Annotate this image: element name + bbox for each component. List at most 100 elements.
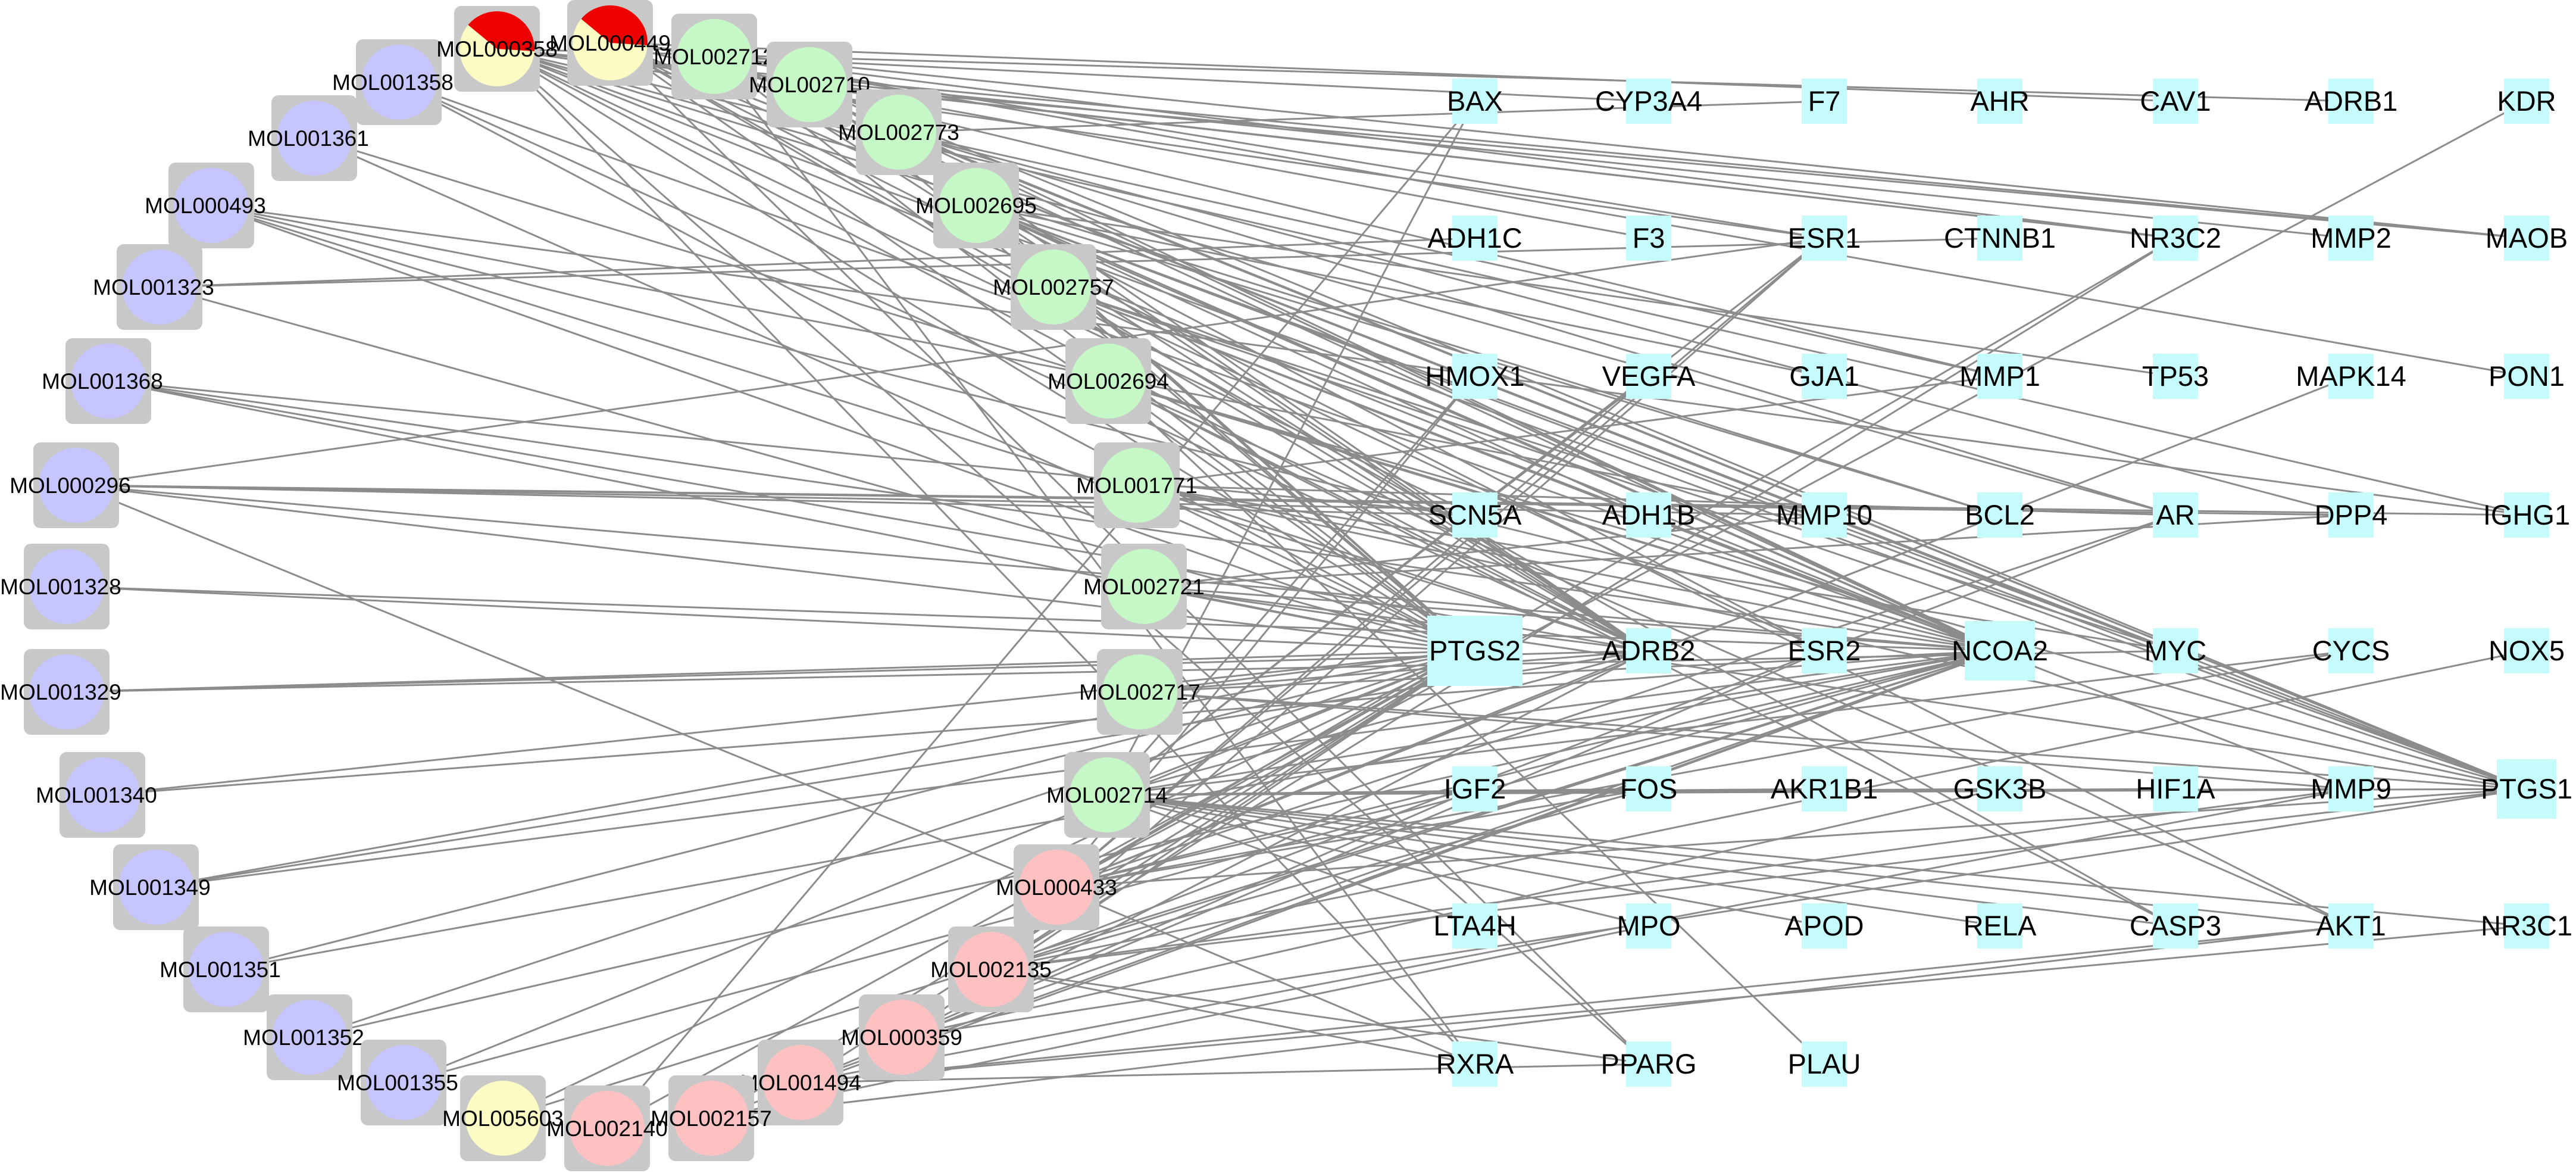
molecule-node-mol001340[interactable]: MOL001340 — [36, 752, 157, 838]
molecule-node-mol001328[interactable]: MOL001328 — [0, 544, 121, 629]
target-node-scn5a[interactable]: SCN5A — [1428, 492, 1522, 538]
molecule-node-mol001352[interactable]: MOL001352 — [243, 994, 364, 1080]
edge-mol002757-adrb2 — [1053, 286, 1649, 652]
edge-mol001352-ncoa2 — [309, 650, 2000, 1038]
edge-mol001340-ptgs2 — [102, 650, 1475, 796]
edge-mol002773-dpp4 — [898, 131, 2352, 516]
molecule-node-mol001323[interactable]: MOL001323 — [93, 244, 214, 330]
target-label: ADRB2 — [1602, 635, 1696, 666]
target-node-adh1b[interactable]: ADH1B — [1602, 492, 1696, 538]
target-node-apod[interactable]: APOD — [1784, 903, 1864, 949]
molecule-node-mol002714[interactable]: MOL002714 — [1046, 752, 1168, 838]
target-node-ahr[interactable]: AHR — [1970, 79, 2030, 124]
target-box — [1626, 216, 1671, 261]
target-node-f3[interactable]: F3 — [1626, 216, 1671, 261]
target-node-myc[interactable]: MYC — [2144, 628, 2206, 673]
target-node-gja1[interactable]: GJA1 — [1789, 354, 1859, 399]
target-node-rela[interactable]: RELA — [1964, 903, 2037, 949]
molecule-node-mol001358[interactable]: MOL001358 — [332, 39, 454, 125]
target-node-adrb1[interactable]: ADRB1 — [2305, 79, 2398, 124]
target-node-nr3c2[interactable]: NR3C2 — [2130, 216, 2221, 261]
molecule-node-mol000433[interactable]: MOL000433 — [996, 844, 1117, 930]
target-node-f7[interactable]: F7 — [1802, 79, 1847, 124]
edge-mol001361-ptgs2 — [314, 137, 1475, 652]
molecule-node-mol002694[interactable]: MOL002694 — [1048, 338, 1169, 424]
target-node-maob[interactable]: MAOB — [2486, 216, 2568, 261]
molecule-node-mol001355[interactable]: MOL001355 — [337, 1040, 458, 1125]
target-node-bax[interactable]: BAX — [1447, 79, 1503, 124]
molecule-node-mol002695[interactable]: MOL002695 — [915, 163, 1037, 248]
target-node-cav1[interactable]: CAV1 — [2140, 79, 2211, 124]
edge-mol001355-ptgs2 — [403, 650, 1475, 1084]
target-node-casp3[interactable]: CASP3 — [2130, 903, 2221, 949]
molecule-node-mol002773[interactable]: MOL002773 — [838, 89, 959, 175]
target-node-ar[interactable]: AR — [2153, 492, 2198, 538]
target-node-vegfa[interactable]: VEGFA — [1602, 354, 1696, 399]
target-node-pon1[interactable]: PON1 — [2489, 354, 2565, 399]
molecule-node-mol002710[interactable]: MOL002710 — [749, 42, 870, 127]
target-node-pparg[interactable]: PPARG — [1600, 1041, 1697, 1087]
molecule-node-mol001349[interactable]: MOL001349 — [89, 844, 211, 930]
edge-mol001771-mmp1 — [1136, 375, 2000, 486]
target-node-ctnnb1[interactable]: CTNNB1 — [1944, 216, 2056, 261]
target-node-hif1a[interactable]: HIF1A — [2136, 766, 2215, 812]
target-node-bcl2[interactable]: BCL2 — [1965, 492, 2035, 538]
molecule-node-mol000359[interactable]: MOL000359 — [841, 994, 962, 1080]
molecule-node-mol002717[interactable]: MOL002717 — [1079, 649, 1201, 735]
target-node-dpp4[interactable]: DPP4 — [2315, 492, 2388, 538]
target-node-igf2[interactable]: IGF2 — [1444, 766, 1506, 812]
target-node-fos[interactable]: FOS — [1620, 766, 1678, 812]
molecule-node-mol001329[interactable]: MOL001329 — [0, 649, 121, 735]
molecule-node-mol002757[interactable]: MOL002757 — [993, 244, 1114, 330]
molecule-node-mol002712[interactable]: MOL002712 — [654, 14, 775, 99]
target-label: PTGS2 — [1429, 635, 1521, 666]
molecule-node-mol000358[interactable]: MOL000358 — [436, 6, 558, 92]
target-node-mmp1[interactable]: MMP1 — [1959, 354, 2040, 399]
target-node-lta4h[interactable]: LTA4H — [1433, 903, 1517, 949]
molecule-node-mol000493[interactable]: MOL000493 — [145, 163, 266, 248]
molecule-node-mol002140[interactable]: MOL002140 — [546, 1085, 668, 1171]
molecule-node-mol002135[interactable]: MOL002135 — [930, 927, 1052, 1012]
target-node-gsk3b[interactable]: GSK3B — [1953, 766, 2047, 812]
molecule-node-mol001368[interactable]: MOL001368 — [42, 338, 163, 424]
edge-mol001771-adrb2 — [1136, 484, 1649, 652]
molecule-label: MOL000493 — [145, 194, 266, 218]
molecule-node-mol005603[interactable]: MOL005603 — [442, 1075, 564, 1161]
target-node-akt1[interactable]: AKT1 — [2316, 903, 2386, 949]
target-node-esr1[interactable]: ESR1 — [1788, 216, 1861, 261]
target-node-mmp10[interactable]: MMP10 — [1776, 492, 1872, 538]
target-node-mmp9[interactable]: MMP9 — [2311, 766, 2391, 812]
target-node-adh1c[interactable]: ADH1C — [1427, 216, 1523, 261]
molecule-node-mol002157[interactable]: MOL002157 — [651, 1075, 772, 1161]
molecule-circle — [864, 1000, 939, 1075]
molecule-node-mol002721[interactable]: MOL002721 — [1083, 544, 1205, 629]
target-node-ptgs1[interactable]: PTGS1 — [2481, 759, 2572, 819]
molecule-node-mol000449[interactable]: MOL000449 — [549, 0, 671, 86]
molecule-node-mol001771[interactable]: MOL001771 — [1076, 442, 1198, 528]
target-node-cyp3a4[interactable]: CYP3A4 — [1595, 79, 1702, 124]
edge-mol000433-ptgs2 — [1056, 650, 1475, 888]
target-node-nr3c1[interactable]: NR3C1 — [2481, 903, 2572, 949]
target-node-akr1b1[interactable]: AKR1B1 — [1771, 766, 1878, 812]
molecule-node-mol000296[interactable]: MOL000296 — [10, 442, 131, 528]
target-node-plau[interactable]: PLAU — [1788, 1041, 1861, 1087]
target-node-nox5[interactable]: NOX5 — [2489, 628, 2565, 673]
molecule-node-mol001361[interactable]: MOL001361 — [248, 95, 369, 181]
target-label: CTNNB1 — [1944, 222, 2056, 254]
target-node-hmox1[interactable]: HMOX1 — [1425, 354, 1525, 399]
target-label: AHR — [1970, 85, 2029, 117]
target-node-adrb2[interactable]: ADRB2 — [1602, 628, 1696, 673]
target-node-tp53[interactable]: TP53 — [2142, 354, 2209, 399]
target-node-mmp2[interactable]: MMP2 — [2311, 216, 2391, 261]
target-node-mapk14[interactable]: MAPK14 — [2296, 354, 2406, 399]
target-node-cycs[interactable]: CYCS — [2312, 628, 2390, 673]
target-node-esr2[interactable]: ESR2 — [1788, 628, 1861, 673]
target-node-ptgs2[interactable]: PTGS2 — [1427, 616, 1523, 686]
molecule-node-mol001351[interactable]: MOL001351 — [160, 927, 281, 1012]
target-node-mpo[interactable]: MPO — [1617, 903, 1681, 949]
target-node-ncoa2[interactable]: NCOA2 — [1952, 621, 2048, 681]
molecule-node-mol001494[interactable]: MOL001494 — [740, 1040, 861, 1125]
target-node-kdr[interactable]: KDR — [2497, 79, 2556, 124]
target-node-ighg1[interactable]: IGHG1 — [2483, 492, 2570, 538]
target-node-rxra[interactable]: RXRA — [1436, 1041, 1514, 1087]
